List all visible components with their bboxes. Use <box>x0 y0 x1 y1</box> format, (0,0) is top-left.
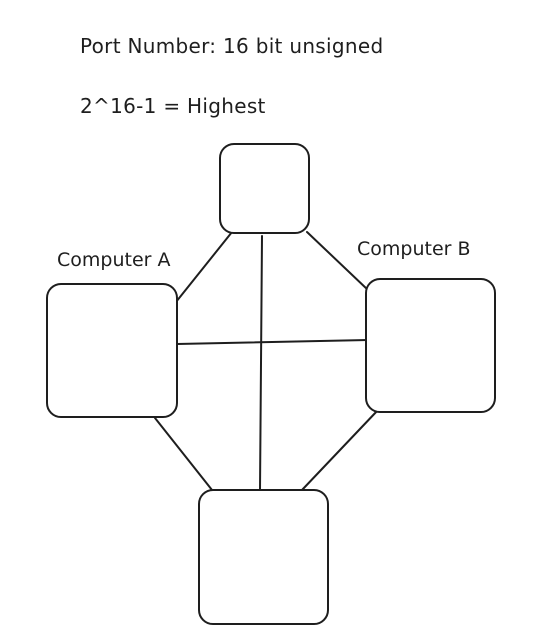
node-bottom-box[interactable] <box>198 489 329 625</box>
port-number-note: Port Number: 16 bit unsigned <box>80 34 384 58</box>
edge-top-to-bottom <box>259 235 263 491</box>
edge-top-to-computer-b <box>306 231 369 291</box>
edge-computer-a-to-computer-b <box>176 339 369 345</box>
computer-a-label: Computer A <box>57 249 171 271</box>
computer-b-label: Computer B <box>357 238 471 260</box>
node-computer-b-box[interactable] <box>365 278 496 413</box>
edge-computer-a-to-bottom <box>154 417 213 491</box>
node-top-box[interactable] <box>219 143 310 234</box>
edge-computer-b-to-bottom <box>301 409 379 491</box>
highest-port-note: 2^16-1 = Highest <box>80 94 266 118</box>
edge-top-to-computer-a <box>175 231 233 303</box>
node-computer-a-box[interactable] <box>46 283 178 418</box>
